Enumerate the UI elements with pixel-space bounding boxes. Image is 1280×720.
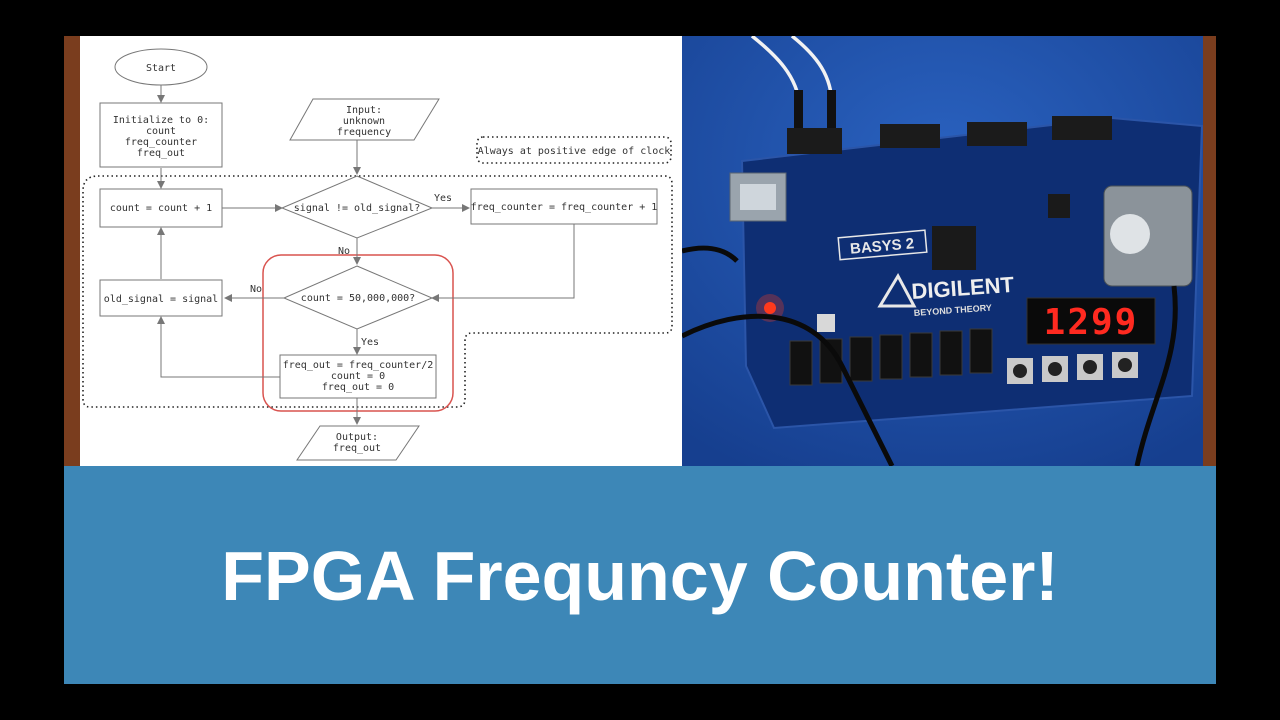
- flowchart-panel: Always at positive edge of clock Start I…: [80, 36, 682, 466]
- no-label-1: No: [338, 246, 350, 257]
- start-node: [114, 48, 208, 86]
- reset-box: [279, 354, 437, 399]
- yes-label-2: Yes: [361, 337, 379, 348]
- init-box: [99, 102, 223, 168]
- video-title: FPGA Frequncy Counter!: [221, 537, 1059, 615]
- count-decision-label: count = 50,000,000?: [301, 293, 415, 304]
- reset-line-3: freq_out = 0: [322, 382, 394, 393]
- output-line-1: Output:: [336, 432, 378, 443]
- highlight-box: [262, 254, 454, 412]
- init-line-3: freq_counter: [125, 137, 197, 148]
- count-decision-node: [282, 265, 434, 330]
- input-line-2: unknown: [343, 116, 385, 127]
- input-line-3: frequency: [337, 127, 391, 138]
- title-banner: FPGA Frequncy Counter!: [64, 466, 1216, 684]
- old-signal-box: [99, 279, 223, 317]
- init-line-4: freq_out: [137, 148, 185, 159]
- old-signal-label: old_signal = signal: [104, 294, 218, 305]
- input-line-1: Input:: [346, 105, 382, 116]
- yes-label-1: Yes: [434, 193, 452, 204]
- output-node: [296, 425, 420, 461]
- init-line-2: count: [146, 126, 176, 137]
- input-node: [289, 98, 440, 141]
- board-model-label: BASYS 2: [849, 235, 914, 258]
- fpga-board-illustration: BASYS 2 DIGILENT BEYOND THEORY 1299: [682, 36, 1203, 466]
- always-note: Always at positive edge of clock: [478, 146, 671, 157]
- reset-line-1: freq_out = freq_counter/2: [283, 360, 434, 371]
- reset-line-2: count = 0: [331, 371, 385, 382]
- start-label: Start: [146, 63, 176, 74]
- board-photo: BASYS 2 DIGILENT BEYOND THEORY 1299: [682, 36, 1203, 466]
- freq-counter-increment-label: freq_counter = freq_counter + 1: [471, 202, 658, 213]
- clock-loop-outline: [82, 175, 673, 408]
- count-increment-label: count = count + 1: [110, 203, 212, 214]
- no-label-2: No: [250, 284, 262, 295]
- signal-decision-node: [280, 175, 434, 239]
- output-line-2: freq_out: [333, 443, 381, 454]
- signal-decision-label: signal != old_signal?: [294, 203, 420, 214]
- init-line-1: Initialize to 0:: [113, 115, 209, 126]
- flowchart: Always at positive edge of clock Start I…: [82, 48, 673, 461]
- always-note-box: [476, 136, 672, 164]
- freq-counter-increment-box: [470, 188, 658, 225]
- count-increment-box: [99, 188, 223, 228]
- seven-segment-display: 1299: [1044, 302, 1139, 343]
